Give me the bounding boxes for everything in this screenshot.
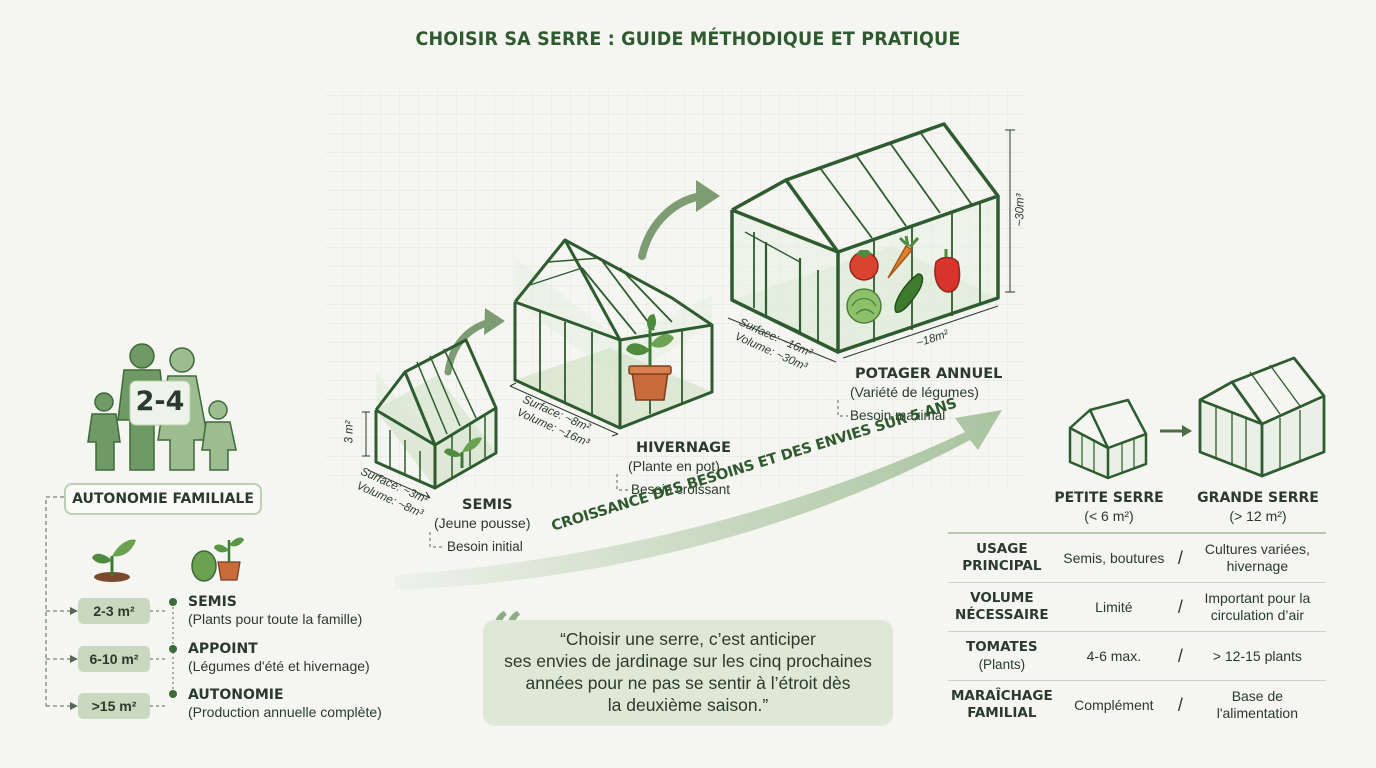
greenhouse-medium	[513, 238, 714, 430]
sprout-soil-icon	[92, 539, 136, 582]
level-title-2: APPOINT	[188, 641, 258, 657]
progress-arrow-1	[444, 318, 494, 376]
level-desc-3: (Production annuelle complète)	[188, 704, 382, 720]
vegetables-icon	[846, 235, 961, 324]
row-header: TOMATES(Plants)	[948, 631, 1056, 681]
quote-box	[483, 620, 893, 726]
greenhouse-medium-need: Besoin croissant	[631, 482, 731, 497]
large-height-label: ~30m³	[1014, 193, 1027, 227]
quote-line-2: ses envies de jardinage sur les cinq pro…	[504, 651, 872, 671]
level-title-1: SEMIS	[188, 594, 237, 610]
progress-arrow-2	[638, 192, 706, 260]
small-cell: Semis, boutures	[1055, 532, 1173, 583]
greenhouse-large-need: Besoin maximal	[850, 408, 946, 423]
large-serre-title: GRANDE SERRE	[1197, 490, 1319, 506]
need-leaders	[429, 400, 848, 548]
small-cell: 4-6 max.	[1055, 631, 1173, 681]
greenhouse-small-title: SEMIS	[462, 497, 513, 513]
autonomy-tree	[45, 496, 72, 707]
quote-line-3: années pour ne pas se sentir à l’étroit …	[525, 673, 851, 693]
small-cell: Limité	[1055, 582, 1173, 632]
family-icon	[87, 343, 237, 471]
separator: /	[1172, 680, 1189, 729]
quote-line-4: la deuxième saison.”	[607, 695, 769, 715]
area-badge-2: 6-10 m²	[78, 646, 150, 672]
family-number: 2-4	[135, 386, 185, 417]
comparison-large-greenhouse	[1198, 356, 1326, 478]
greenhouse-small	[374, 338, 498, 490]
separator: /	[1172, 631, 1189, 681]
separator: /	[1172, 532, 1189, 583]
separator: /	[1172, 582, 1189, 632]
greenhouse-large-subtitle: (Variété de légumes)	[850, 384, 979, 400]
comparison-small-greenhouse	[1068, 398, 1148, 480]
page-title: CHOISIR SA SERRE : GUIDE MÉTHODIQUE ET P…	[415, 28, 961, 50]
large-cell: > 12-15 plants	[1188, 631, 1326, 681]
small-height-label: 3 m²	[343, 420, 356, 444]
area-badge-1: 2-3 m²	[78, 598, 150, 624]
level-desc-2: (Légumes d'été et hivernage)	[188, 658, 370, 674]
family-number-box	[129, 380, 191, 426]
area-badge-3: >15 m²	[78, 693, 150, 719]
greenhouse-medium-subtitle: (Plante en pot)	[628, 458, 720, 474]
small-serre-title: PETITE SERRE	[1054, 490, 1164, 506]
vegetable-pot-icon	[191, 537, 244, 582]
greenhouse-small-subtitle: (Jeune pousse)	[434, 515, 531, 531]
level-title-3: AUTONOMIE	[188, 687, 284, 703]
small-cell: Complément	[1055, 680, 1173, 729]
quote-line-1: “Choisir une serre, c’est anticiper	[560, 629, 816, 649]
level-desc-1: (Plants pour toute la famille)	[188, 611, 363, 627]
greenhouse-medium-title: HIVERNAGE	[636, 440, 731, 456]
autonomy-label: AUTONOMIE FAMILIALE	[64, 483, 262, 515]
potted-plant-icon	[626, 314, 674, 401]
large-cell: Cultures variées,hivernage	[1188, 532, 1326, 583]
quote-text: “Choisir une serre, c’est anticiper ses …	[490, 628, 886, 716]
seedling-icon	[444, 437, 482, 468]
table-row: TOMATES(Plants) 4-6 max. / > 12-15 plant…	[948, 631, 1326, 681]
large-serre-sub: (> 12 m²)	[1229, 508, 1287, 524]
growth-arrow	[395, 410, 1002, 590]
greenhouse-small-need: Besoin initial	[447, 539, 523, 554]
small-serre-sub: (< 6 m²)	[1084, 508, 1134, 524]
greenhouse-large-title: POTAGER ANNUEL	[855, 366, 1003, 382]
